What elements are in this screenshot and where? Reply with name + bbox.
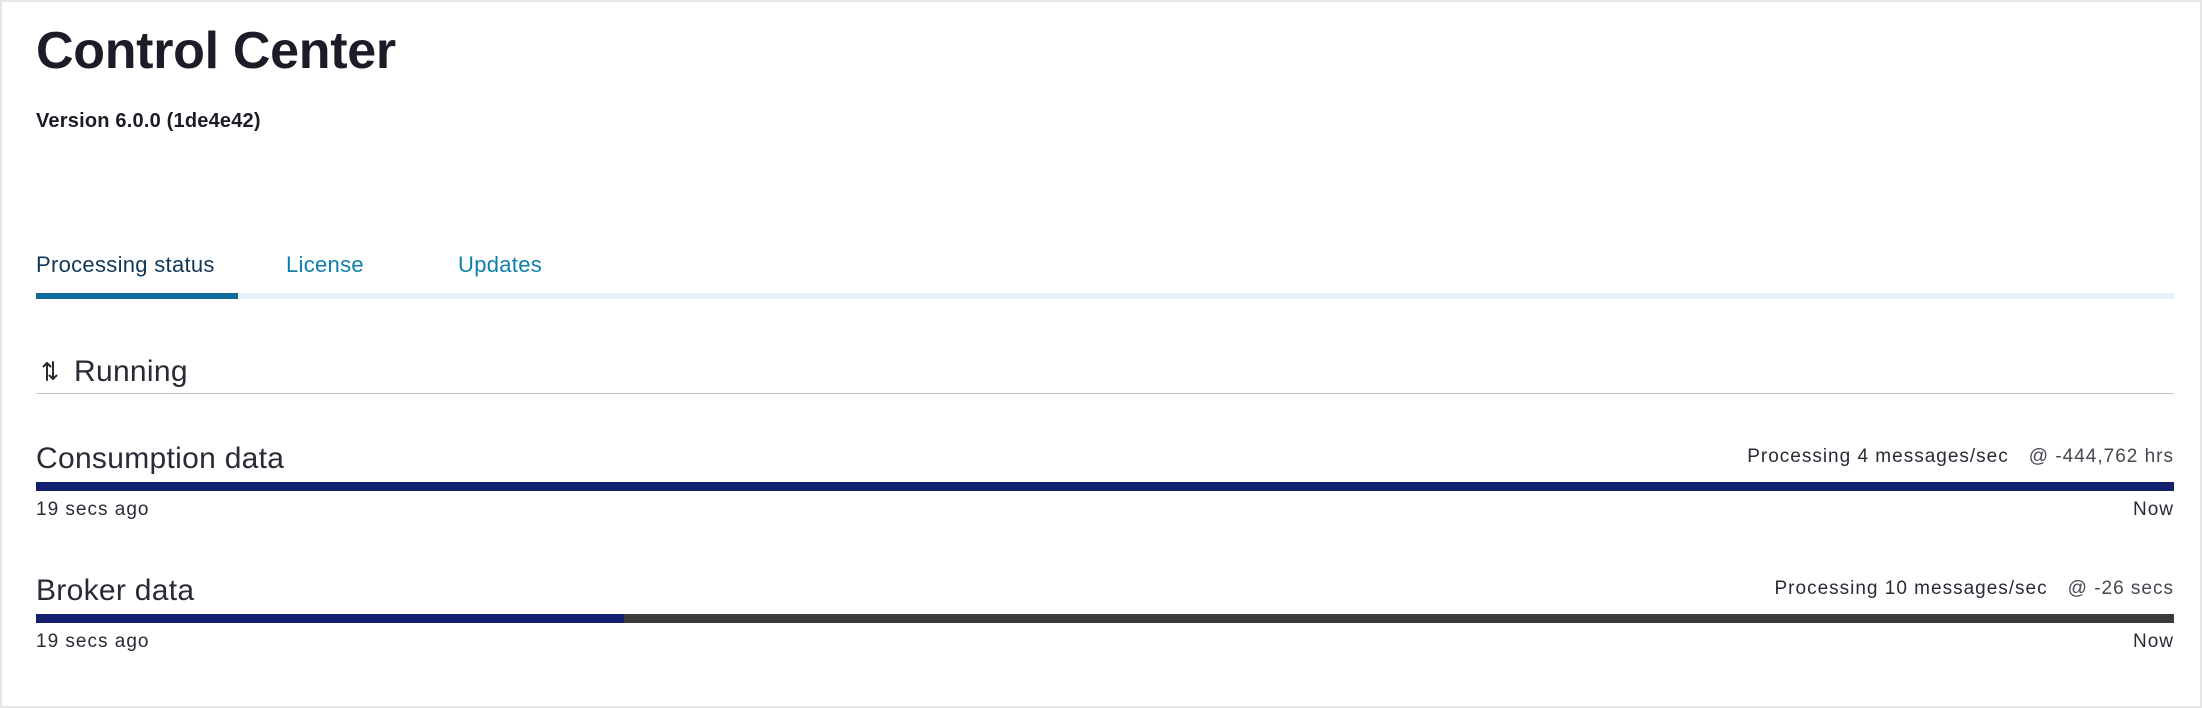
- tab-updates[interactable]: Updates: [458, 250, 542, 300]
- version-label: Version 6.0.0 (1de4e42): [36, 110, 261, 132]
- tab-label: Processing status: [36, 252, 215, 277]
- page-title: Control Center: [36, 22, 396, 80]
- status-label: Running: [74, 355, 188, 388]
- timeline-start-label: 19 secs ago: [36, 499, 150, 520]
- rate-text: Processing 4 messages/sec: [1747, 446, 2009, 467]
- active-tab-indicator: [36, 293, 238, 299]
- rate-text: Processing 10 messages/sec: [1774, 578, 2048, 599]
- progress-fill: [36, 482, 2174, 491]
- tab-bar: Processing status License Updates: [36, 250, 2174, 300]
- tab-processing-status[interactable]: Processing status: [36, 250, 238, 300]
- tab-label: Updates: [458, 252, 543, 277]
- processing-rate: Processing 10 messages/sec @ -26 secs: [1775, 577, 2175, 601]
- section-title: Consumption data: [36, 442, 285, 475]
- sort-arrows-icon: [42, 359, 58, 383]
- tab-label: License: [286, 252, 364, 277]
- timeline-end-label: Now: [2132, 631, 2174, 652]
- tab-license[interactable]: License: [286, 250, 364, 300]
- broker-progress-bar: [36, 614, 2174, 623]
- section-title: Broker data: [36, 574, 195, 607]
- consumption-progress-bar: [36, 482, 2174, 491]
- tab-track: [36, 293, 2174, 299]
- timeline-end-label: Now: [2132, 499, 2174, 520]
- broker-data-section: Broker data Processing 10 messages/sec @ …: [36, 572, 2174, 664]
- lag-text: @ -26 secs: [2067, 578, 2174, 599]
- progress-fill: [36, 614, 624, 623]
- lag-text: @ -444,762 hrs: [2028, 446, 2174, 467]
- consumption-data-section: Consumption data Processing 4 messages/s…: [36, 440, 2174, 532]
- timeline-start-label: 19 secs ago: [36, 631, 150, 652]
- processing-rate: Processing 4 messages/sec @ -444,762 hrs: [1747, 445, 2174, 469]
- processing-status-row: Running: [36, 353, 2174, 394]
